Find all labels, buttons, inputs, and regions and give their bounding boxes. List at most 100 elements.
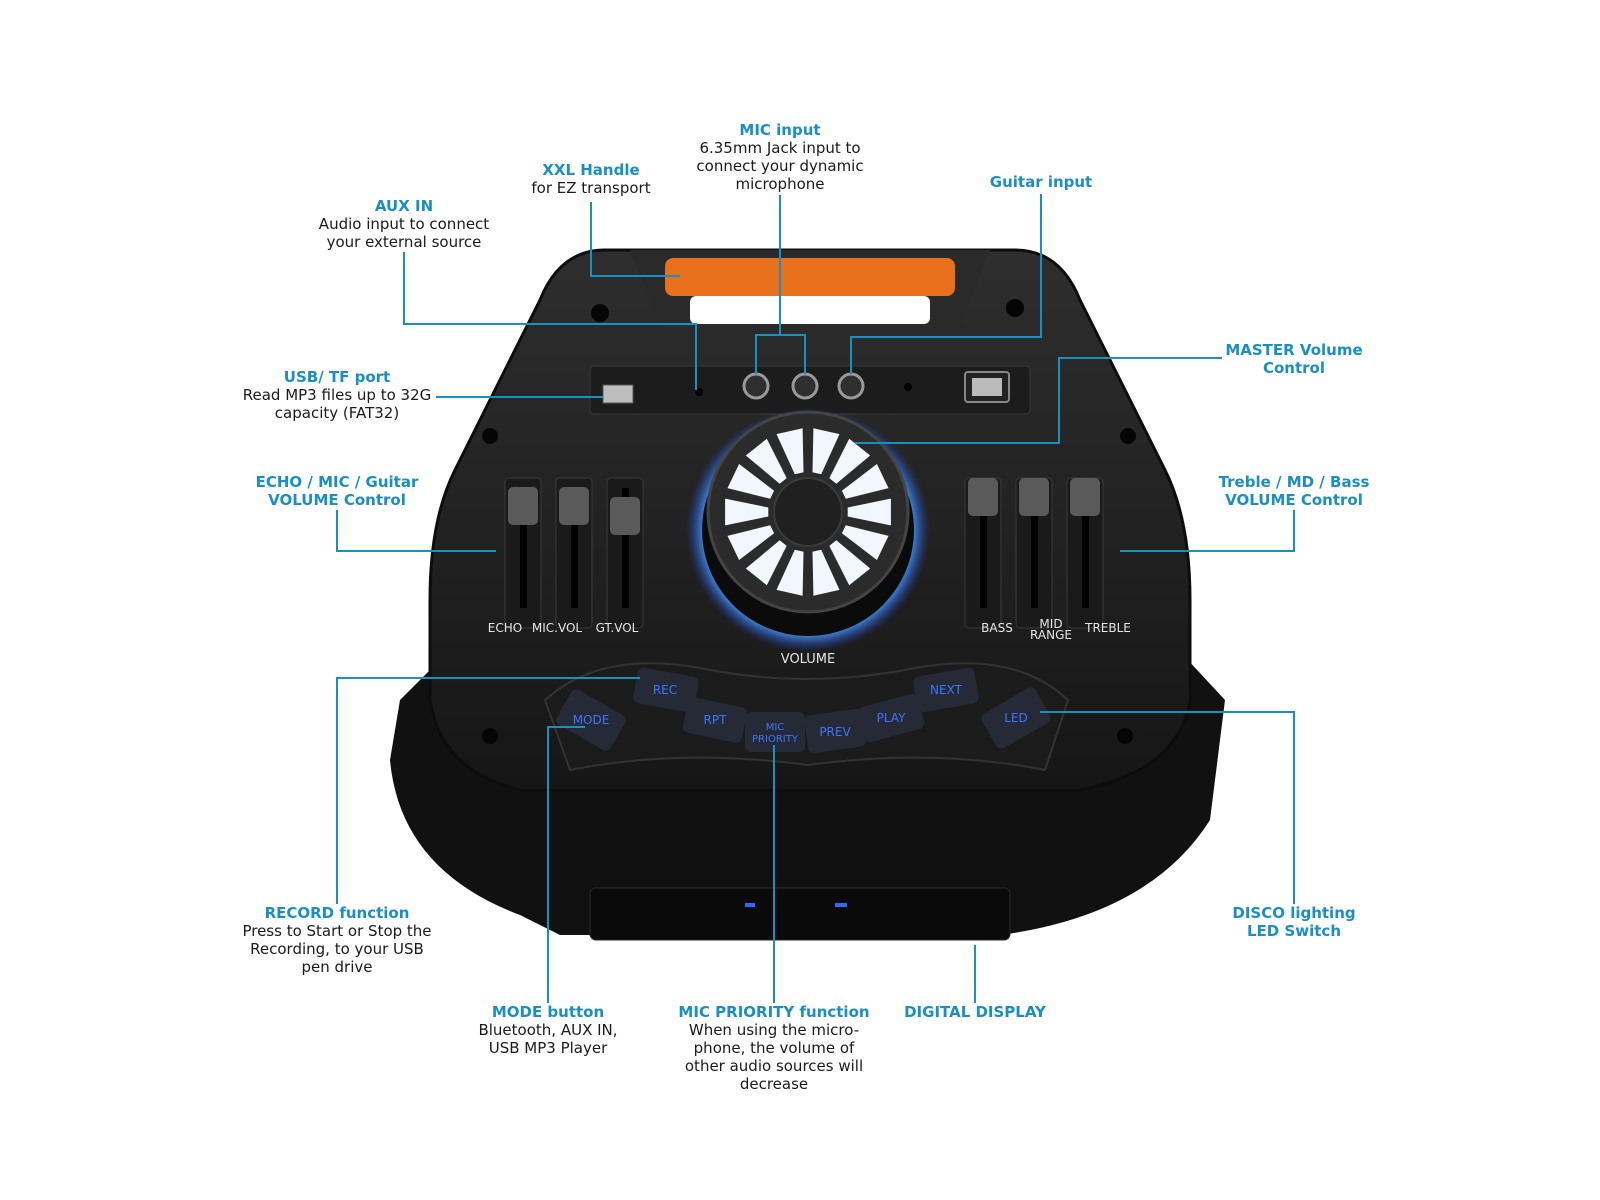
button-mode-shape — [556, 689, 626, 751]
callout-mic-priority-desc: decrease — [739, 1075, 809, 1093]
button-mic-priority[interactable]: MIC PRIORITY — [745, 712, 805, 752]
knob-light-segment — [812, 428, 840, 475]
leader-record — [336, 677, 640, 904]
guitar-jack[interactable] — [837, 372, 865, 400]
display-indicator — [835, 903, 847, 907]
callout-mic-priority: MIC PRIORITY function When using the mic… — [678, 1003, 869, 1093]
button-prev-shape — [804, 708, 866, 754]
leader-xxl-handle — [590, 202, 680, 277]
leader-mic-input — [755, 195, 806, 374]
screw-hole — [1117, 728, 1133, 744]
button-next-shape — [913, 667, 979, 713]
callout-disco-title-2: LED Switch — [1246, 922, 1342, 940]
bass-slider-knob[interactable] — [968, 478, 998, 516]
knob-light-segment — [727, 464, 775, 499]
button-rpt-label: RPT — [704, 713, 728, 727]
knob-light-segment — [841, 525, 889, 560]
button-mode[interactable]: MODE — [554, 687, 628, 753]
mic-jack-1[interactable] — [742, 372, 770, 400]
echo-slider-track — [520, 488, 527, 608]
callout-aux-in: AUX IN Audio input to connect your exter… — [319, 197, 489, 251]
button-play[interactable]: PLAY — [856, 693, 925, 744]
leader-mode — [547, 726, 585, 1003]
screw-hole — [482, 728, 498, 744]
button-rpt[interactable]: RPT — [682, 696, 748, 744]
label-treble: TREBLE — [1084, 621, 1131, 635]
button-rec-label: REC — [653, 683, 677, 697]
knob-light-segment — [812, 549, 840, 596]
knob-light-segment — [829, 540, 871, 586]
slider-group-left — [504, 477, 644, 629]
callout-aux-in-desc: Audio input to connect — [318, 215, 490, 233]
knob-light-segment — [841, 464, 889, 499]
callout-usb-tf-desc: Read MP3 files up to 32G — [242, 386, 432, 404]
callout-aux-in-desc: your external source — [326, 233, 482, 251]
speaker-body: ECHO MIC.VOL GT.VOL BASS MID RANGE TREBL… — [390, 248, 1225, 941]
knob-light-segment — [829, 438, 871, 484]
knob-light-segment — [847, 498, 891, 526]
screw-hole — [591, 304, 609, 322]
callout-usb-tf: USB/ TF port Read MP3 files up to 32G ca… — [243, 368, 432, 422]
knob-light-segment — [725, 498, 769, 526]
usb-port[interactable] — [602, 384, 634, 404]
callout-record-desc: Press to Start or Stop the — [242, 922, 432, 940]
bass-slider-track — [980, 488, 987, 608]
callout-echo-mic-guitar-title-2: VOLUME Control — [268, 491, 406, 509]
callout-echo-mic-guitar: ECHO / MIC / Guitar VOLUME Control — [256, 473, 419, 509]
button-play-shape — [857, 693, 925, 743]
callout-mic-priority-desc: other audio sources will — [684, 1057, 864, 1075]
callout-disco: DISCO lighting LED Switch — [1232, 904, 1355, 940]
callout-mode-desc: USB MP3 Player — [488, 1039, 608, 1057]
gt-vol-slider-track — [622, 488, 629, 608]
volume-knob-light-pattern — [725, 428, 891, 596]
treble-slider-track — [1082, 488, 1089, 608]
label-bass: BASS — [981, 621, 1013, 635]
mid-slider-knob[interactable] — [1019, 478, 1049, 516]
callout-record-title: RECORD function — [264, 904, 410, 922]
button-led[interactable]: LED — [979, 685, 1053, 751]
handle-grip — [665, 258, 955, 296]
label-echo: ECHO — [488, 621, 522, 635]
callout-mic-input-desc: microphone — [735, 175, 825, 193]
callout-mic-input-desc: connect your dynamic — [696, 157, 864, 175]
callout-treble-md-bass-title: Treble / MD / Bass — [1218, 473, 1370, 491]
callout-disco-title: DISCO lighting — [1232, 904, 1356, 922]
screw-hole — [1120, 428, 1136, 444]
callout-aux-in-title: AUX IN — [374, 197, 434, 215]
button-rec-shape — [633, 667, 699, 713]
button-led-label: LED — [1004, 711, 1028, 725]
mic-vol-slider-knob[interactable] — [559, 487, 589, 525]
callout-mode-title: MODE button — [491, 1003, 605, 1021]
callout-echo-mic-guitar-title: ECHO / MIC / Guitar — [255, 473, 419, 491]
callout-digital-display-title: DIGITAL DISPLAY — [904, 1003, 1046, 1021]
indicator-light — [904, 383, 912, 391]
button-play-label: PLAY — [877, 711, 906, 725]
callout-usb-tf-desc: capacity (FAT32) — [274, 404, 400, 422]
button-rec[interactable]: REC — [632, 667, 699, 713]
slider-group-right — [964, 477, 1104, 629]
callout-treble-md-bass: Treble / MD / Bass VOLUME Control — [1219, 473, 1370, 509]
label-range: RANGE — [1030, 628, 1072, 642]
handle-opening — [690, 296, 930, 324]
leader-guitar-input — [850, 194, 1042, 374]
callout-xxl-handle: XXL Handle for EZ transport — [531, 161, 650, 197]
treble-slider-knob[interactable] — [1070, 478, 1100, 516]
button-next[interactable]: NEXT — [912, 667, 979, 713]
callout-master-volume-title: MASTER Volume — [1225, 341, 1363, 359]
callout-treble-md-bass-title-2: VOLUME Control — [1225, 491, 1363, 509]
echo-slider-knob[interactable] — [508, 487, 538, 525]
leader-disco — [1040, 711, 1295, 904]
mic-jack-2[interactable] — [791, 372, 819, 400]
button-prev[interactable]: PREV — [804, 708, 867, 754]
leader-lines — [336, 194, 1295, 1003]
label-mic-vol: MIC.VOL — [532, 621, 583, 635]
gt-vol-slider-knob[interactable] — [610, 497, 640, 535]
callout-guitar-input-title: Guitar input — [989, 173, 1093, 191]
button-mic-priority-shape — [745, 712, 805, 752]
display-indicator — [745, 903, 755, 907]
power-switch-rocker — [972, 378, 1002, 396]
leader-aux-in — [403, 252, 697, 390]
button-prev-label: PREV — [819, 725, 851, 739]
callout-record-desc: pen drive — [301, 958, 373, 976]
label-mid: MID — [1039, 617, 1062, 631]
